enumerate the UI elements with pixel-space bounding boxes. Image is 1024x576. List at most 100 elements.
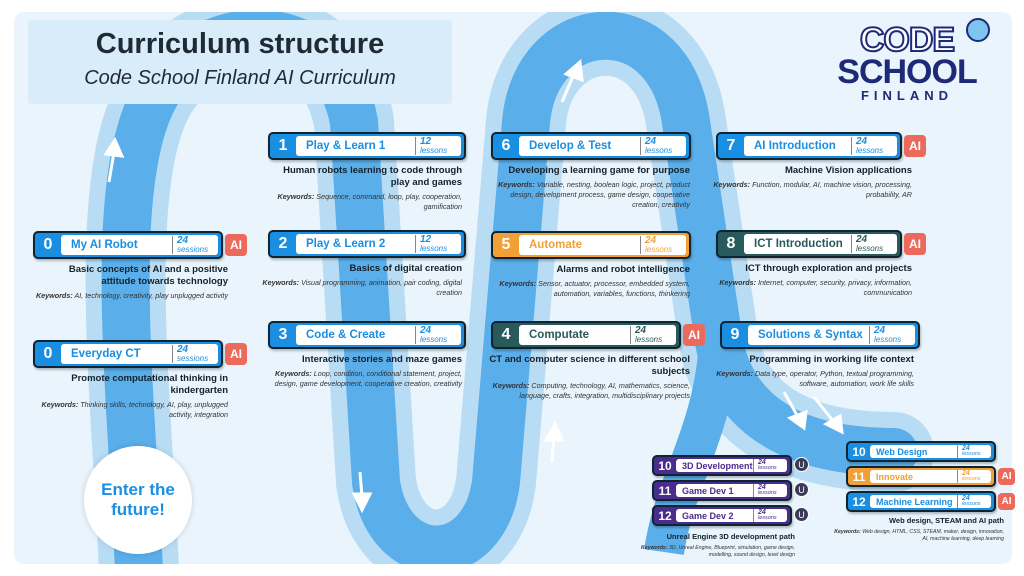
course-label: Solutions & Syntax (758, 329, 863, 341)
keywords-text: Function, modular, AI, machine vision, p… (752, 180, 912, 199)
lesson-count-number: 24 (177, 235, 189, 246)
lesson-count-unit: lessons (420, 335, 448, 344)
lesson-count-unit: lessons (645, 245, 673, 254)
keywords-text: Computing, technology, AI, mathematics, … (519, 381, 690, 400)
course-number: 8 (726, 235, 736, 252)
description-title: Machine Vision applications (784, 165, 912, 176)
description-keywords: Keywords: Sequence, command, loop, play,… (262, 192, 462, 212)
lesson-count-number: 24 (758, 459, 766, 467)
course-number: 5 (501, 236, 511, 253)
description-keywords: Keywords: Visual programming, animation,… (262, 278, 462, 298)
lesson-count-unit: lessons (856, 244, 884, 253)
keywords-text: Sensor, actuator, processor, embedded sy… (538, 279, 690, 298)
enter-the-future-button[interactable]: Enter the future! (84, 446, 192, 554)
description-keywords: Keywords: Variable, nesting, boolean log… (485, 180, 690, 210)
description-keywords: Keywords: Loop, condition, conditional s… (262, 369, 462, 389)
logo-line-code: CODE (859, 21, 956, 59)
lesson-count-unit: lessons (635, 335, 663, 344)
lesson-count-number: 12 (420, 234, 432, 245)
keywords-text: Web design, HTML, CSS, STEAM, maker, des… (862, 529, 1004, 542)
description-title: Promote computational thinking in kinder… (71, 373, 228, 396)
lesson-count-number: 24 (645, 136, 657, 147)
course-label: Play & Learn 1 (306, 140, 386, 152)
page-title: Curriculum structure (95, 28, 385, 60)
course-label: Develop & Test (529, 140, 612, 152)
description-keywords: Keywords: 3D, Unreal Engine, Blueprint, … (625, 545, 795, 558)
ai-badge: AI (904, 233, 926, 255)
course-description: CT and computer science in different sch… (485, 354, 690, 401)
keywords-label: Keywords: (641, 545, 668, 551)
course-label: Machine Learning (876, 496, 953, 507)
description-title: Unreal Engine 3D development path (666, 532, 795, 541)
course-description: Promote computational thinking in kinder… (33, 373, 228, 420)
keywords-label: Keywords: (492, 381, 530, 390)
description-keywords: Keywords: Computing, technology, AI, mat… (485, 381, 690, 401)
ai-badge: AI (998, 493, 1015, 510)
lesson-count-number: 24 (420, 325, 432, 336)
description-keywords: Keywords: Function, modular, AI, machine… (712, 180, 912, 200)
keywords-label: Keywords: (277, 192, 315, 201)
code-school-finland-logo: CODE SCHOOL FINLAND (822, 18, 992, 124)
ai-badge: AI (683, 324, 705, 346)
description-keywords: Keywords: Data type, operator, Python, t… (714, 369, 914, 389)
course-label: AI Introduction (754, 140, 836, 152)
lesson-count-unit: lessons (962, 451, 981, 458)
course-label: Computate (529, 329, 590, 341)
course-number: 0 (43, 345, 53, 362)
road-arrows (103, 59, 844, 514)
description-keywords: Keywords: Thinking skills, technology, A… (33, 400, 228, 420)
keywords-text: AI, technology, creativity, play unplugg… (74, 291, 228, 300)
course-label: Game Dev 1 (682, 485, 734, 496)
lesson-count-number: 24 (962, 495, 970, 503)
lesson-count-number: 12 (420, 136, 432, 147)
description-title: Web design, STEAM and AI path (888, 516, 1004, 525)
keywords-text: Thinking skills, technology, AI, play, u… (80, 400, 228, 419)
keywords-label: Keywords: (834, 529, 861, 535)
course-label: Play & Learn 2 (306, 238, 386, 250)
course-label: 3D Development (682, 460, 753, 471)
course-label: My AI Robot (71, 239, 138, 251)
logo-line-finland: FINLAND (860, 88, 954, 103)
lesson-count-unit: lessons (962, 501, 981, 508)
lesson-count-number: 24 (874, 325, 886, 336)
description-keywords: Keywords: Sensor, actuator, processor, e… (485, 279, 690, 299)
description-title: Basics of digital creation (349, 263, 462, 274)
course-label: Code & Create (306, 329, 386, 341)
